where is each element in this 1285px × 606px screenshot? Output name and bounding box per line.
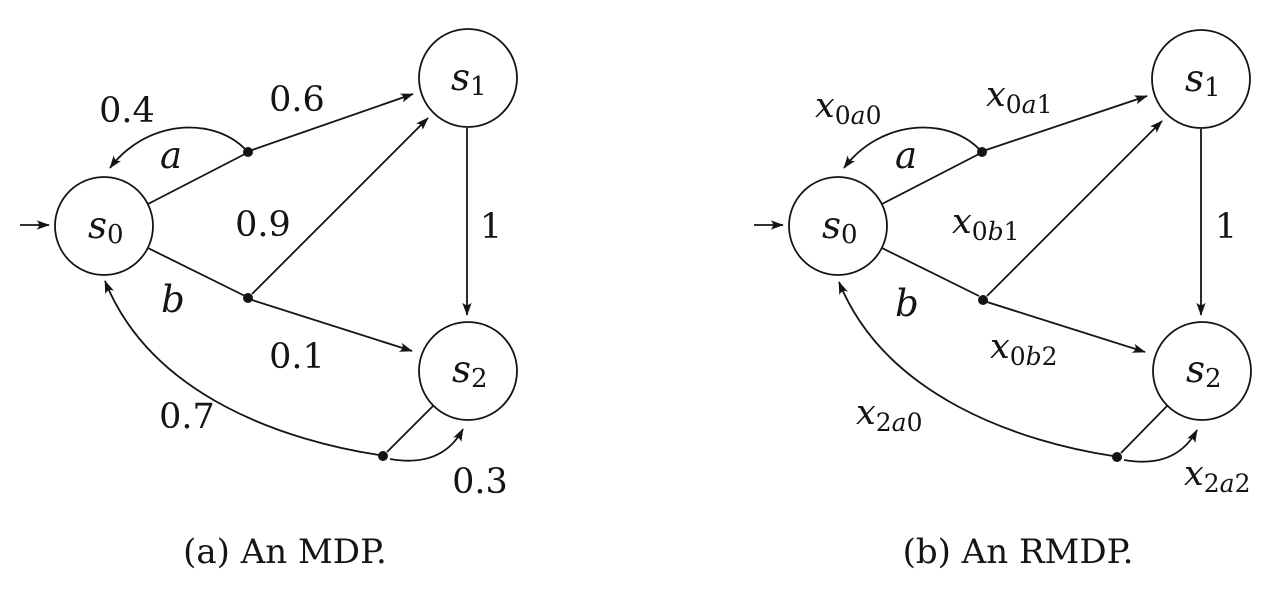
edge-s0-to-action-a-dot [147, 153, 246, 205]
edge-s2-action-return-s2 [1123, 429, 1198, 463]
state-node-s1 [1151, 29, 1251, 129]
edge-label-x0a0: x0a0 [815, 86, 881, 130]
edge-s2-action-to-s0 [104, 280, 380, 456]
action-s2-dot [1112, 452, 1122, 462]
action-s2-dot [378, 451, 388, 461]
edge-s2-action-to-s0 [838, 281, 1114, 457]
node-s1-label: s1 [1185, 57, 1221, 103]
edge-label-x2a2: x2a2 [1184, 454, 1250, 498]
edge-s0-to-action-a-dot [881, 153, 980, 205]
edge-s2-action-return-s2 [389, 428, 464, 462]
edge-label-0-1: 0.1 [269, 337, 325, 377]
node-s1-label: s1 [451, 56, 487, 102]
edge-s2-to-action-dot [1120, 405, 1168, 454]
edge-label-1: 1 [480, 207, 502, 247]
node-s2-label: s2 [1186, 348, 1222, 394]
edge-label-0-4: 0.4 [99, 91, 155, 131]
edge-action-b-to-s2 [251, 299, 413, 352]
edge-action-b-to-s1 [986, 120, 1163, 297]
state-node-s1 [418, 28, 518, 128]
edge-action-b-to-s2 [986, 301, 1146, 353]
node-s0-label: s0 [822, 204, 858, 250]
edge-s2-to-action-dot [386, 405, 434, 453]
edge-action-a-return-s0 [843, 126, 980, 169]
edge-label-0-6: 0.6 [269, 80, 325, 120]
action-b-dot [243, 293, 253, 303]
edge-label-0-7: 0.7 [159, 397, 215, 437]
state-node-s2 [1152, 321, 1252, 421]
action-b-label: b [161, 278, 185, 321]
edge-label-0-9: 0.9 [235, 205, 291, 245]
panel-rmdp: s0 s1 s2 a b x0a0 x0a1 x0b1 x0b2 1 x2a0 … [754, 29, 1252, 572]
action-a-label: a [895, 134, 917, 177]
caption-mdp: (a) An MDP. [183, 532, 387, 572]
edge-action-a-return-s0 [109, 126, 246, 169]
action-a-dot [977, 147, 987, 157]
action-a-label: a [160, 134, 182, 177]
caption-rmdp: (b) An RMDP. [903, 532, 1134, 572]
edge-label-0-3: 0.3 [452, 462, 508, 502]
edge-label-x2a0: x2a0 [856, 393, 922, 437]
action-b-dot [978, 295, 988, 305]
edge-label-x0a1: x0a1 [986, 75, 1052, 119]
node-s0-label: s0 [88, 204, 124, 250]
node-s2-label: s2 [452, 348, 488, 394]
panel-mdp: s0 s1 s2 a b 0.4 0.6 0.9 0.1 1 0.7 0.3 (… [20, 28, 518, 572]
state-node-s0 [788, 176, 888, 276]
edge-label-x0b2: x0b2 [990, 327, 1058, 371]
edge-label-1: 1 [1215, 207, 1237, 247]
edge-s0-to-action-b-dot [881, 247, 980, 297]
edge-action-a-to-s1 [985, 95, 1148, 151]
action-b-label: b [895, 282, 919, 325]
edge-action-a-to-s1 [251, 93, 414, 151]
edge-s0-to-action-b-dot [147, 247, 246, 297]
edge-label-x0b1: x0b1 [952, 202, 1020, 246]
action-a-dot [243, 147, 253, 157]
state-node-s0 [54, 176, 154, 276]
edge-action-b-to-s1 [251, 117, 429, 295]
state-node-s2 [418, 321, 518, 421]
